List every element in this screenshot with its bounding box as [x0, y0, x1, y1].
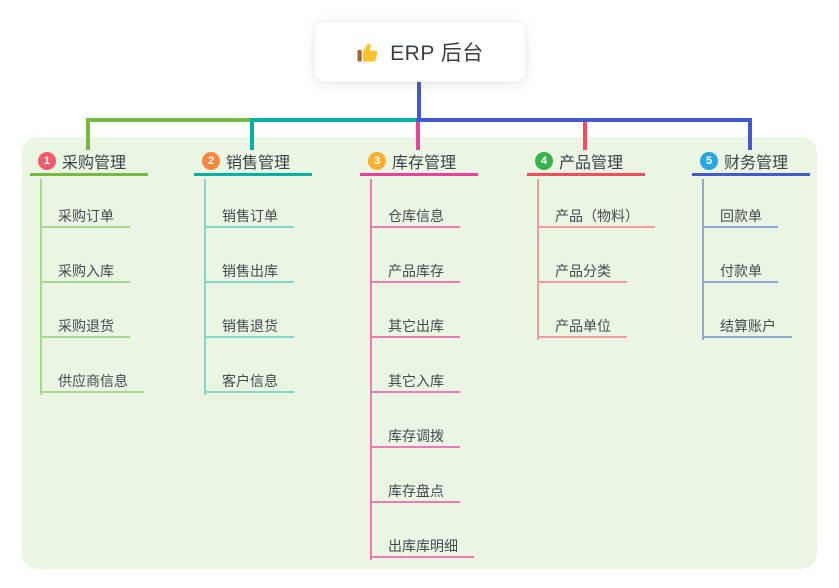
- child-topic[interactable]: 产品单位: [537, 314, 627, 338]
- children-connector-line: [204, 179, 206, 395]
- child-topic[interactable]: 结算账户: [702, 314, 792, 338]
- child-topic[interactable]: 回款单: [702, 204, 778, 228]
- child-topic[interactable]: 产品库存: [370, 259, 460, 283]
- branch-topic-finance[interactable]: 5 财务管理: [692, 148, 810, 176]
- drop-line-inventory: [416, 122, 420, 150]
- branch-badge: 4: [535, 151, 553, 170]
- branch-badge: 5: [700, 151, 718, 170]
- background-panel: [22, 137, 817, 569]
- branch-topic-inventory[interactable]: 3 库存管理: [360, 148, 478, 176]
- thumbs-up-icon: [356, 40, 380, 64]
- child-topic[interactable]: 库存调拨: [370, 424, 460, 448]
- branch-label: 产品管理: [559, 154, 624, 172]
- child-topic[interactable]: 销售订单: [204, 204, 294, 228]
- branch-label: 库存管理: [392, 154, 457, 172]
- child-topic[interactable]: 采购订单: [40, 204, 130, 228]
- root-connector-line: [417, 82, 421, 118]
- child-topic[interactable]: 仓库信息: [370, 204, 460, 228]
- child-topic[interactable]: 付款单: [702, 259, 778, 283]
- child-topic[interactable]: 采购入库: [40, 259, 130, 283]
- child-topic[interactable]: 库存盘点: [370, 479, 460, 503]
- branch-label: 财务管理: [724, 154, 789, 172]
- branch-badge: 2: [202, 151, 220, 170]
- child-topic[interactable]: 其它出库: [370, 314, 460, 338]
- bus-line-purchase: [86, 118, 252, 122]
- child-topic[interactable]: 销售出库: [204, 259, 294, 283]
- root-topic[interactable]: ERP 后台: [314, 21, 526, 82]
- branch-topic-sales[interactable]: 2 销售管理: [194, 148, 312, 176]
- children-connector-line: [702, 179, 704, 340]
- children-connector-line: [537, 179, 539, 340]
- drop-line-sales: [250, 118, 254, 150]
- child-topic[interactable]: 出库库明细: [370, 534, 474, 558]
- child-topic[interactable]: 产品（物料）: [537, 204, 655, 228]
- children-connector-line: [370, 179, 372, 560]
- child-topic[interactable]: 采购退货: [40, 314, 130, 338]
- branch-label: 采购管理: [62, 154, 127, 172]
- branch-badge: 3: [368, 151, 386, 170]
- branch-topic-product[interactable]: 4 产品管理: [527, 148, 645, 176]
- drop-line-finance: [748, 118, 752, 150]
- bus-line-sales: [250, 118, 418, 122]
- branch-topic-purchase[interactable]: 1 采购管理: [30, 148, 148, 176]
- branch-label: 销售管理: [226, 154, 291, 172]
- drop-line-purchase: [86, 118, 90, 150]
- child-topic[interactable]: 其它入库: [370, 369, 460, 393]
- root-title: ERP 后台: [390, 41, 484, 65]
- children-connector-line: [40, 179, 42, 395]
- child-topic[interactable]: 客户信息: [204, 369, 294, 393]
- drop-line-product: [583, 122, 587, 150]
- bus-line-finance: [416, 118, 752, 122]
- child-topic[interactable]: 供应商信息: [40, 369, 144, 393]
- child-topic[interactable]: 产品分类: [537, 259, 627, 283]
- child-topic[interactable]: 销售退货: [204, 314, 294, 338]
- branch-badge: 1: [38, 151, 56, 170]
